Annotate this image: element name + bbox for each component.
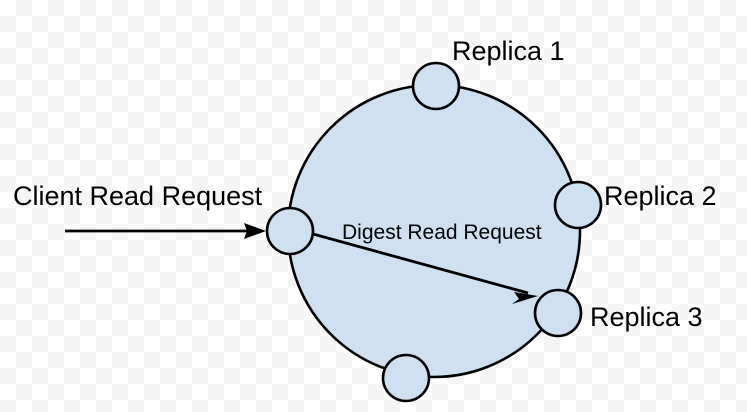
client-read-request-arrowhead bbox=[244, 223, 266, 239]
digest-read-request-arrowhead bbox=[512, 292, 538, 304]
node-bottom[interactable] bbox=[381, 353, 431, 403]
label-client-read-request: Client Read Request bbox=[13, 181, 263, 211]
edge-client-read-request bbox=[65, 223, 266, 239]
node-replica-1[interactable] bbox=[411, 61, 461, 111]
label-digest-read-request: Digest Read Request bbox=[342, 221, 542, 244]
digest-read-request-line bbox=[312, 232, 529, 295]
node-replica-3[interactable] bbox=[533, 288, 583, 338]
node-coordinator[interactable] bbox=[265, 206, 315, 256]
label-replica-1: Replica 1 bbox=[452, 36, 565, 66]
label-replica-3: Replica 3 bbox=[590, 302, 703, 332]
label-replica-2: Replica 2 bbox=[604, 181, 717, 211]
edge-digest-read-request bbox=[312, 232, 538, 304]
node-replica-2[interactable] bbox=[553, 180, 603, 230]
